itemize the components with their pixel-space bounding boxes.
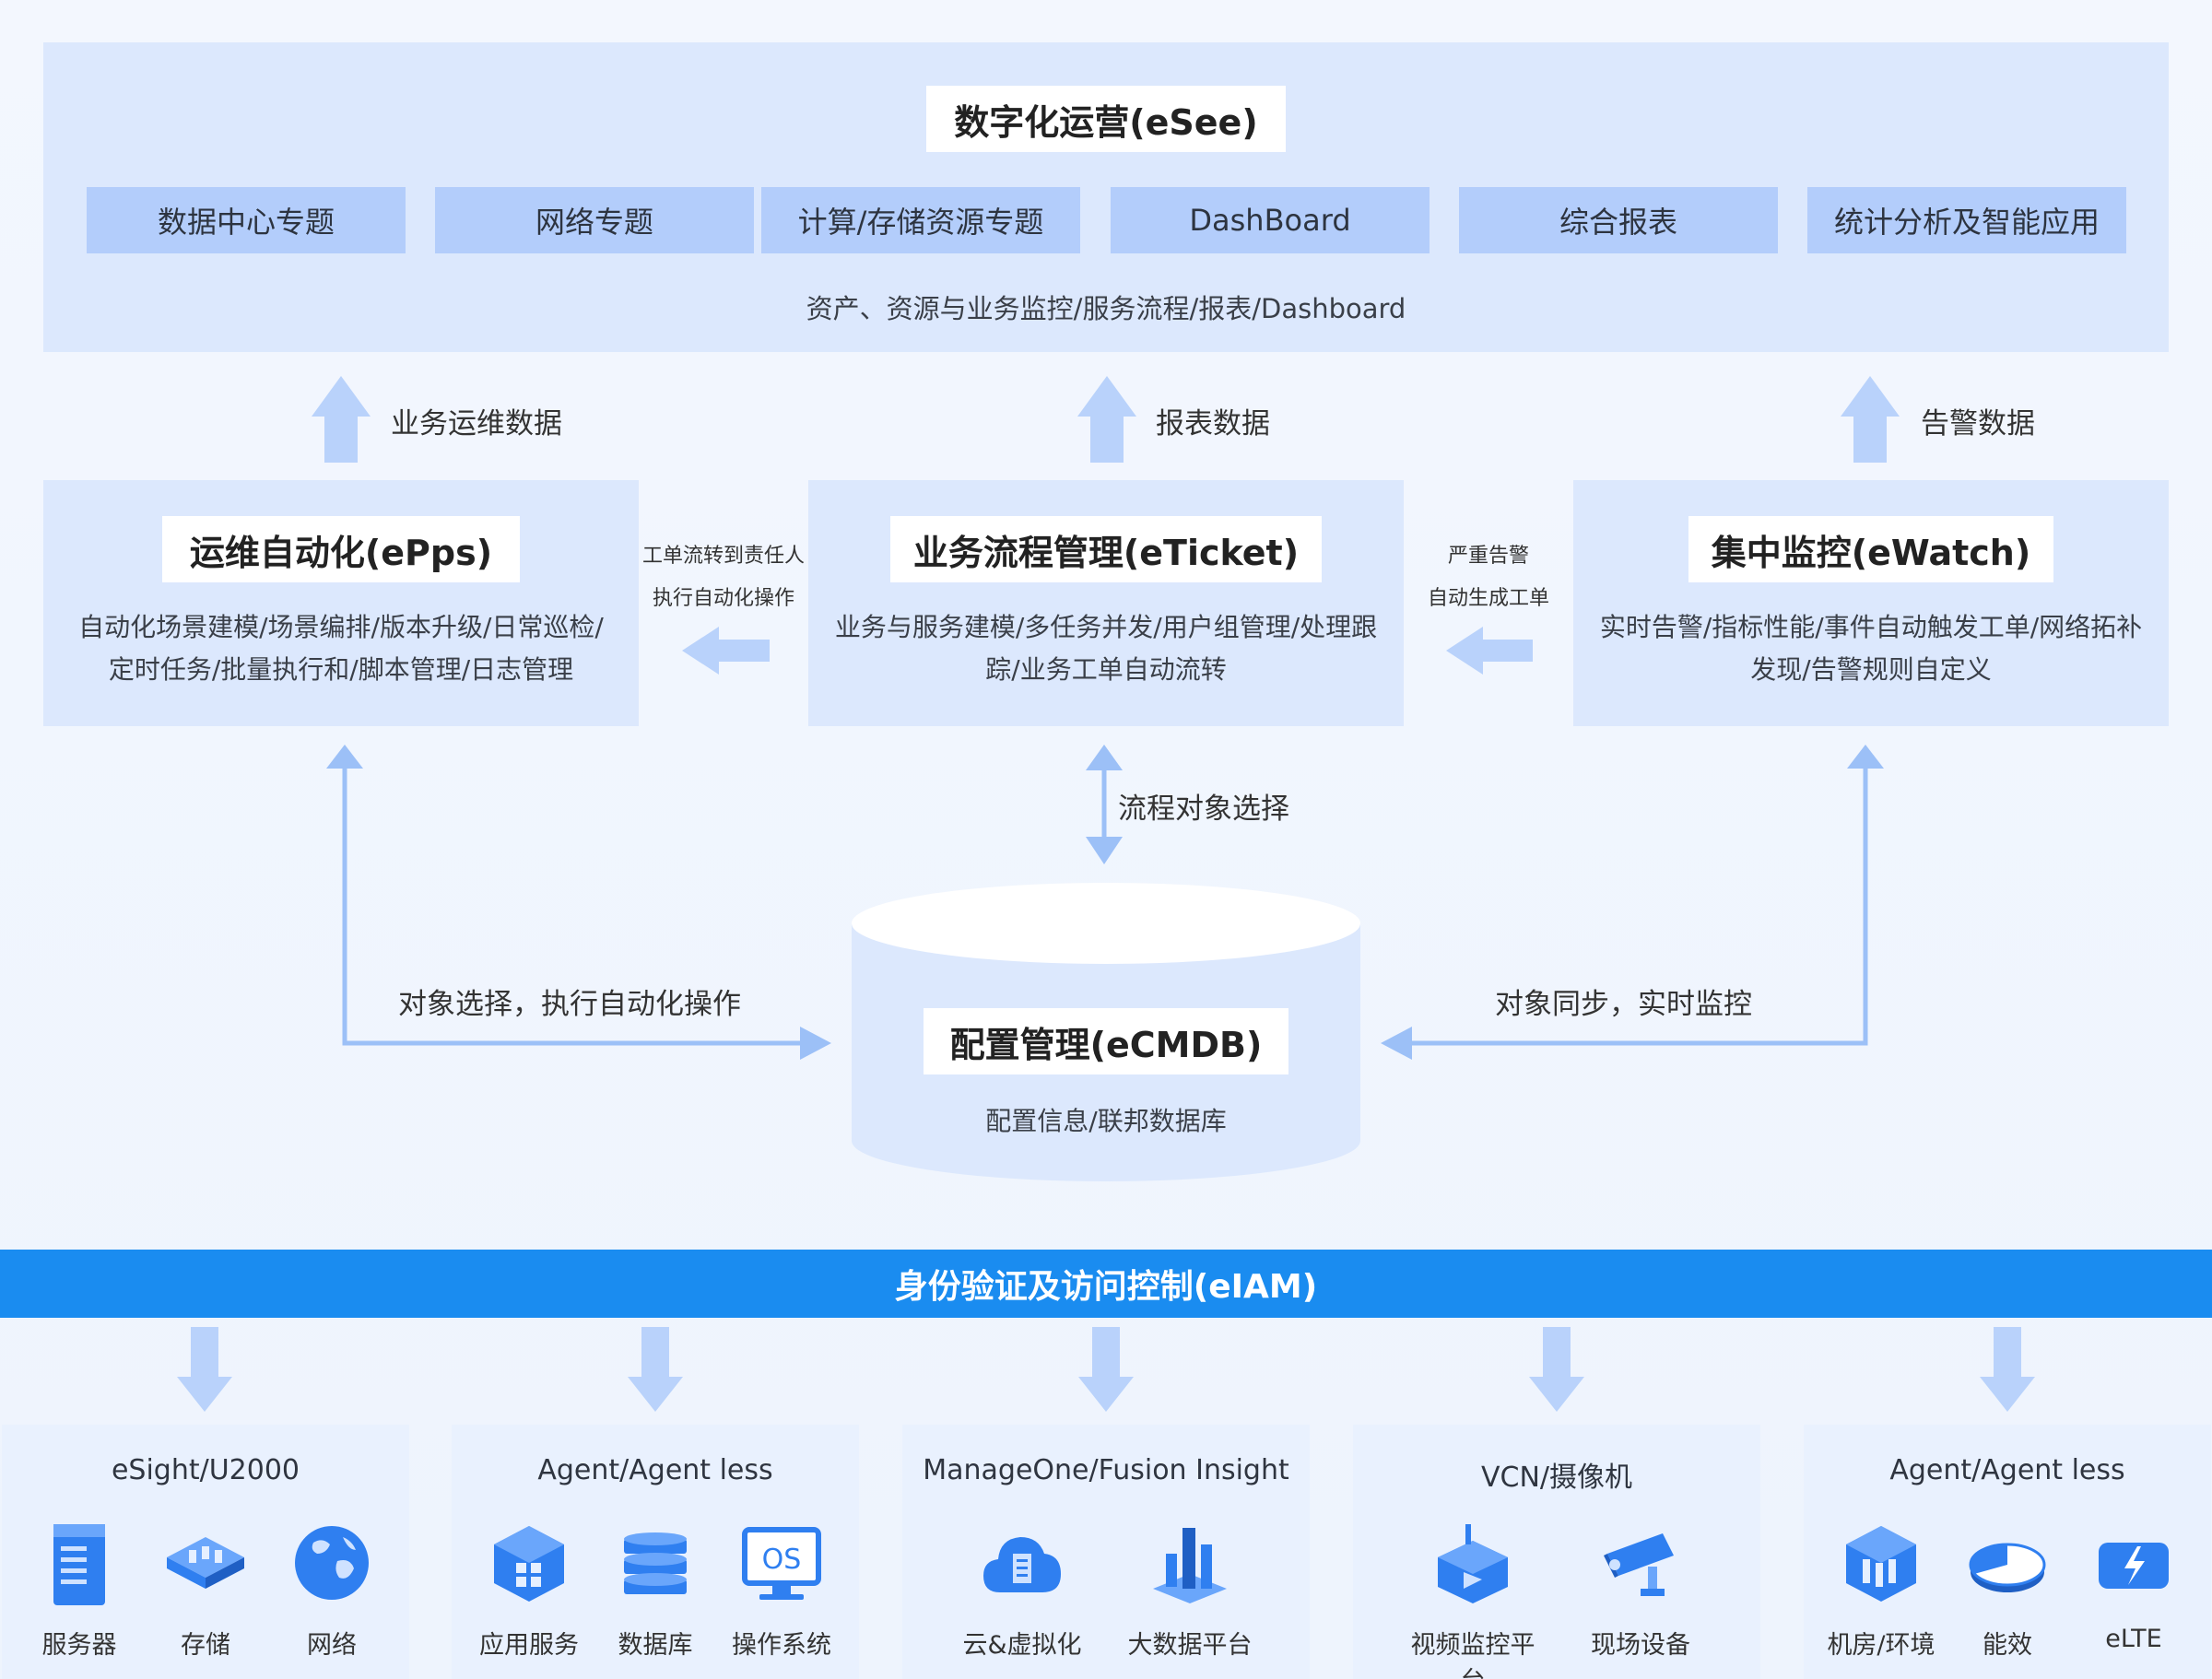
eticket-title: 业务流程管理(eTicket) — [890, 516, 1322, 582]
card-agent-1: Agent/Agent less OS 应用服务 数据库 操作系统 — [452, 1425, 859, 1679]
arrow-left-eticket-to-epps — [682, 627, 770, 675]
item-label: 机房/环境 — [1827, 1631, 1936, 1660]
esee-title: 数字化运营(eSee) — [926, 86, 1286, 152]
item-label: 网络 — [307, 1631, 357, 1660]
flow-label-alarm-data: 告警数据 — [1921, 407, 2035, 440]
card-title: Agent/Agent less — [1889, 1454, 2125, 1486]
item-label: 视频监控平台 — [1410, 1631, 1535, 1679]
database-icon — [624, 1532, 687, 1594]
chip-compute-storage: 计算/存储资源专题 — [761, 187, 1080, 253]
room-icon — [1846, 1526, 1916, 1602]
item-label: 存储 — [181, 1631, 230, 1660]
app-service-icon — [494, 1526, 564, 1602]
arrowhead-up-epps — [326, 745, 363, 769]
chip-dashboard: DashBoard — [1111, 187, 1430, 253]
arrowhead-down-eticket — [1086, 837, 1123, 864]
arrow-up-left — [312, 376, 371, 463]
epps-desc-line1: 自动化场景建模/场景编排/版本升级/日常巡检/ — [78, 612, 604, 642]
chip-analytics: 统计分析及智能应用 — [1807, 187, 2126, 253]
ewatch-title: 集中监控(eWatch) — [1688, 516, 2053, 582]
item-label: 能效 — [1983, 1631, 2032, 1660]
chip-datacenter: 数据中心专题 — [87, 187, 406, 253]
arrow-down-1 — [177, 1327, 232, 1412]
side-note-right-line2: 自动生成工单 — [1427, 587, 1549, 610]
arrow-up-right — [1841, 376, 1900, 463]
arrowhead-up-eticket — [1086, 745, 1123, 770]
card-esight: eSight/U2000 服务器 存储 网络 — [2, 1425, 409, 1679]
video-platform-icon — [1438, 1524, 1508, 1603]
arrow-left-ewatch-to-eticket — [1446, 627, 1533, 675]
side-note-right-line1: 严重告警 — [1447, 545, 1529, 568]
camera-icon — [1604, 1533, 1674, 1596]
arrowhead-right-cmdb — [800, 1027, 831, 1060]
flow-label-report-data: 报表数据 — [1156, 407, 1270, 440]
os-text: OS — [762, 1544, 802, 1576]
item-label: 应用服务 — [479, 1631, 579, 1660]
item-label: 操作系统 — [732, 1631, 831, 1660]
elte-icon — [2099, 1543, 2169, 1589]
ecmdb-title: 配置管理(eCMDB) — [924, 1008, 1288, 1074]
bigdata-icon — [1153, 1528, 1227, 1603]
card-title: eSight/U2000 — [111, 1454, 300, 1486]
line-epps-to-cmdb — [342, 765, 804, 1046]
item-label: 现场设备 — [1591, 1631, 1690, 1660]
side-note-left-line2: 执行自动化操作 — [652, 587, 794, 610]
ewatch-desc-line1: 实时告警/指标性能/事件自动触发工单/网络拓补 — [1599, 612, 2143, 642]
side-note-left-line1: 工单流转到责任人 — [641, 545, 805, 568]
cloud-icon — [983, 1537, 1061, 1592]
arrowhead-up-ewatch — [1847, 745, 1884, 769]
card-title: VCN/摄像机 — [1480, 1462, 1633, 1494]
flow-label-ops-data: 业务运维数据 — [391, 407, 562, 440]
storage-icon — [167, 1537, 244, 1589]
os-icon: OS — [742, 1527, 821, 1600]
card-agent-2: Agent/Agent less 机房/环境 能效 eLTE — [1804, 1425, 2211, 1679]
arrow-down-4 — [1529, 1327, 1584, 1412]
flow-label-object-select: 流程对象选择 — [1118, 793, 1289, 826]
card-vcn: VCN/摄像机 视频监控平台 现场设备 — [1353, 1425, 1760, 1679]
link-label-left: 对象选择，执行自动化操作 — [398, 988, 741, 1021]
item-label: 数据库 — [618, 1631, 693, 1660]
eiam-bar: 身份验证及访问控制(eIAM) — [0, 1250, 2212, 1318]
arrow-down-5 — [1980, 1327, 2035, 1412]
item-label: eLTE — [2105, 1625, 2162, 1653]
arrowhead-left-cmdb — [1381, 1027, 1412, 1060]
arrow-down-2 — [628, 1327, 683, 1412]
item-label: 云&虚拟化 — [962, 1631, 1082, 1660]
card-title: ManageOne/Fusion Insight — [923, 1454, 1289, 1486]
card-manageone: ManageOne/Fusion Insight 云&虚拟化 大数据平台 — [902, 1425, 1310, 1679]
line-cmdb-to-ewatch — [1408, 765, 1868, 1046]
server-icon — [53, 1524, 105, 1605]
epps-title: 运维自动化(ePps) — [162, 516, 520, 582]
esee-description: 资产、资源与业务监控/服务流程/报表/Dashboard — [806, 293, 1406, 324]
card-title: Agent/Agent less — [537, 1454, 773, 1486]
energy-icon — [1969, 1543, 2046, 1592]
ewatch-desc-line2: 发现/告警规则自定义 — [1750, 654, 1992, 685]
epps-desc-line2: 定时任务/批量执行和/脚本管理/日志管理 — [108, 654, 574, 685]
arrow-down-3 — [1078, 1327, 1134, 1412]
eticket-desc-line2: 踪/业务工单自动流转 — [985, 654, 1227, 685]
arrow-up-mid — [1077, 376, 1136, 463]
globe-icon — [295, 1526, 369, 1600]
chip-network: 网络专题 — [435, 187, 754, 253]
item-label: 大数据平台 — [1127, 1631, 1253, 1660]
ecmdb-description: 配置信息/联邦数据库 — [985, 1106, 1227, 1136]
link-label-right: 对象同步，实时监控 — [1495, 988, 1752, 1021]
eticket-desc-line1: 业务与服务建模/多任务并发/用户组管理/处理跟 — [834, 612, 1378, 642]
chip-reports: 综合报表 — [1459, 187, 1778, 253]
item-label: 服务器 — [41, 1631, 117, 1660]
